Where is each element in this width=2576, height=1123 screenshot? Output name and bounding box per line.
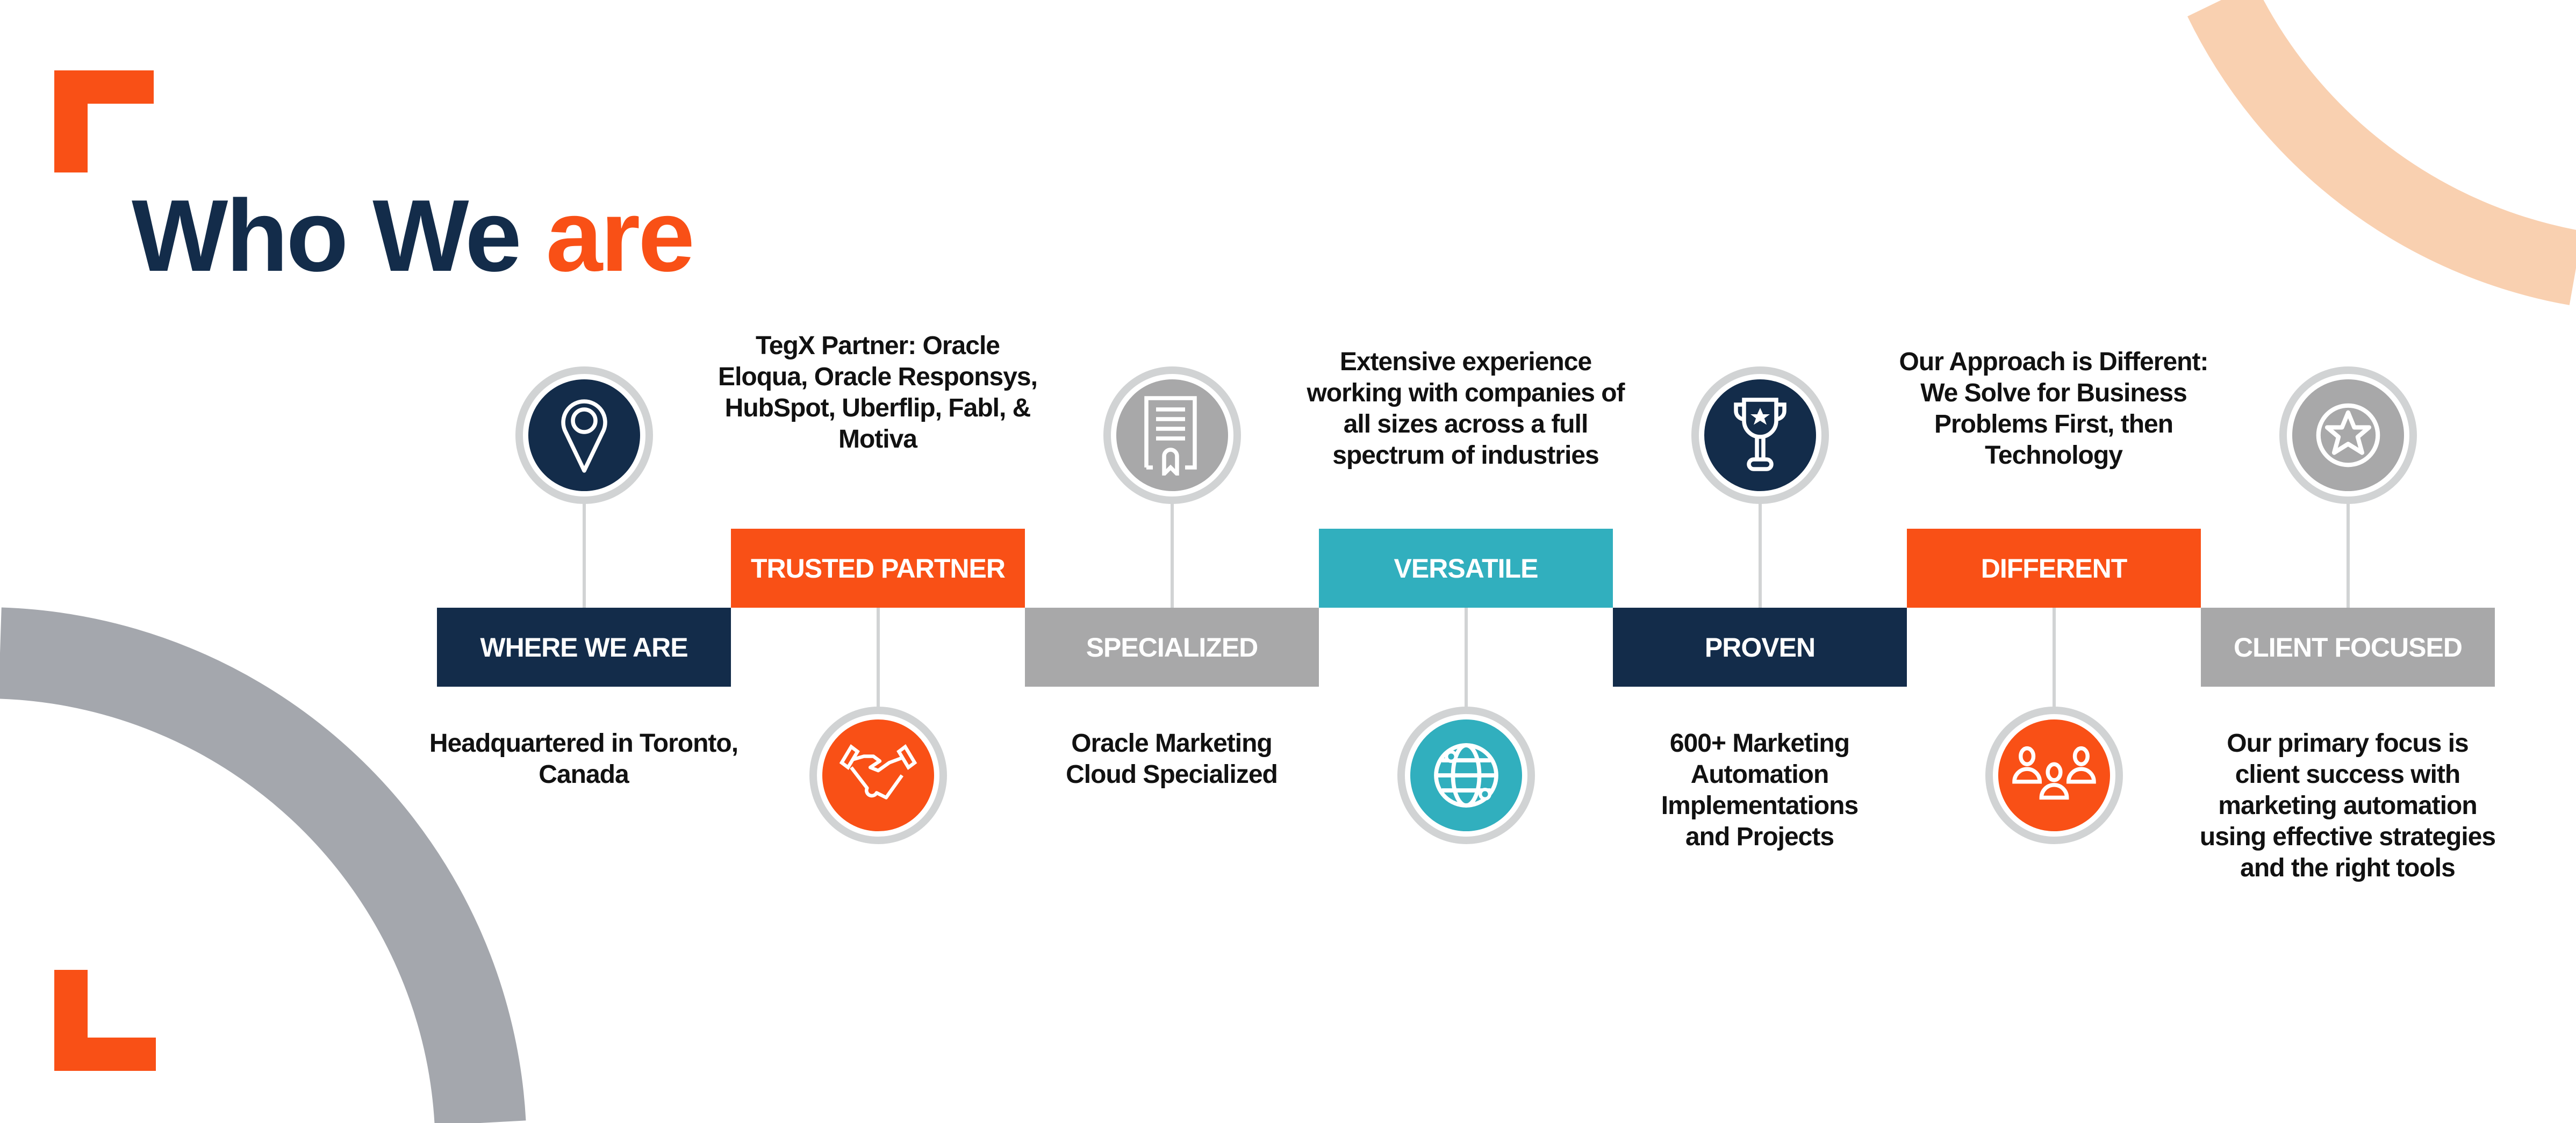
handshake-icon [839,744,917,800]
icon-circle [1103,366,1241,504]
page-title: Who We are [132,179,695,293]
icon-circle [2279,366,2417,504]
trophy-icon [1734,398,1786,471]
label-specialized: SPECIALIZED [1025,608,1319,687]
connector [1171,500,1174,608]
corner-bracket-bottom [54,970,156,1071]
gray-arc-decoration [0,607,526,1123]
star-badge-icon [2316,403,2380,467]
peach-arc-decoration [2187,0,2576,305]
connector [2053,608,2056,710]
label-where-we-are: WHERE WE ARE [437,608,731,687]
connector [2347,500,2350,608]
icon-circle [809,707,947,844]
label-proven: PROVEN [1613,608,1907,687]
description-versatile: Extensive experience working with compan… [1307,348,1625,470]
icon-circle [1985,707,2123,844]
description-specialized: Oracle Marketing Cloud Specialized [1066,729,1278,789]
globe-icon [1434,743,1498,808]
map-pin-icon [561,399,607,473]
label-trusted-partner: TRUSTED PARTNER [731,529,1025,608]
connector [1759,500,1762,608]
description-trusted-partner: TegX Partner: Oracle Eloqua, Oracle Resp… [718,332,1038,453]
corner-bracket-top [54,70,154,172]
people-icon [2012,746,2096,800]
description-where-we-are: Headquartered in Toronto, Canada [429,729,738,789]
label-client-focused: CLIENT FOCUSED [2201,608,2495,687]
label-versatile: VERSATILE [1319,529,1613,608]
description-different: Our Approach is Different: We Solve for … [1899,348,2209,470]
description-proven: 600+ Marketing Automation Implementation… [1661,729,1859,851]
icon-circle [1691,366,1829,504]
connector [1465,608,1468,710]
icon-circle [515,366,653,504]
description-client-focused: Our primary focus is client success with… [2199,729,2496,882]
certificate-icon [1144,396,1197,476]
connector [877,608,880,710]
label-different: DIFFERENT [1907,529,2201,608]
icon-circle [1397,707,1535,844]
connector [583,500,586,608]
